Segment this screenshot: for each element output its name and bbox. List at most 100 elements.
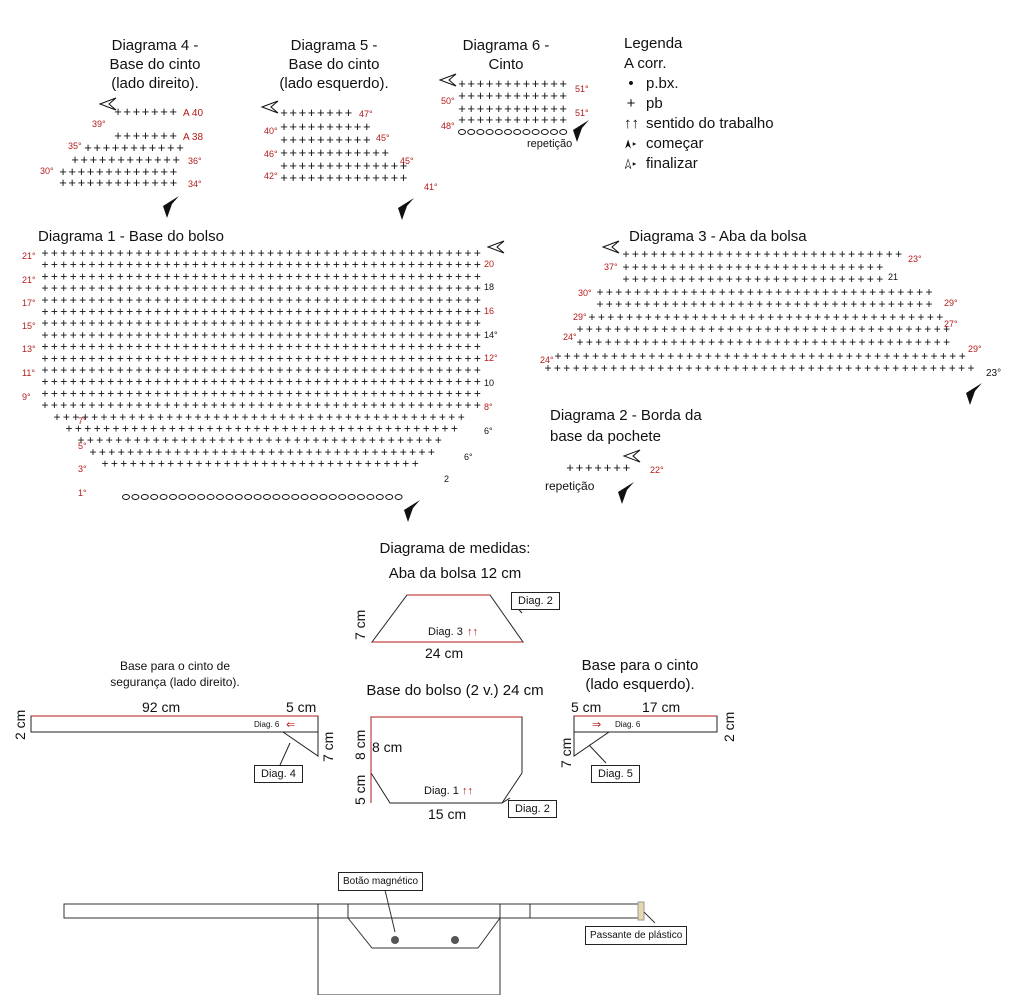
stitch-pb: +	[289, 132, 297, 147]
stitch-pb: +	[182, 386, 189, 400]
stitch-pb: +	[305, 340, 312, 354]
stitch-pb: +	[307, 410, 314, 424]
stitch-pb: +	[239, 351, 246, 365]
stitch-pb: +	[182, 281, 189, 295]
stitch-pb: +	[458, 88, 466, 103]
chain-stitch	[328, 494, 337, 500]
stitch-pb: +	[212, 445, 219, 459]
stitch-pb: +	[708, 322, 715, 336]
stitch-pb: +	[205, 457, 212, 471]
stitch-pb: +	[211, 305, 218, 319]
stitch-pb: +	[373, 410, 380, 424]
chain-stitch	[272, 494, 281, 500]
stitch-pb: +	[154, 386, 161, 400]
stitch-pb: +	[623, 460, 631, 475]
chain-stitch	[197, 494, 206, 500]
stitch-pb: +	[623, 322, 630, 336]
stitch-pb: +	[308, 119, 316, 134]
stitch-pb: +	[306, 445, 313, 459]
stitch-pb: +	[397, 433, 404, 447]
stitch-pb: +	[201, 386, 208, 400]
stitch-pb: +	[855, 361, 862, 375]
stitch-pb: +	[185, 410, 192, 424]
stitch-pb: +	[409, 445, 416, 459]
stitch-pb: +	[162, 433, 169, 447]
stitch-pb: +	[775, 285, 782, 299]
stitch-pb: +	[103, 422, 110, 436]
stitch-pb: +	[857, 272, 864, 286]
stitch-pb: +	[661, 335, 668, 349]
stitch-pb: +	[864, 361, 871, 375]
row-label: A 38	[183, 132, 203, 143]
stitch-pb: +	[70, 386, 77, 400]
stitch-pb: +	[289, 105, 297, 120]
stitch-pb: +	[51, 398, 58, 412]
stitch-pb: +	[139, 457, 146, 471]
stitch-pb: +	[893, 349, 900, 363]
stitch-pb: +	[123, 104, 131, 119]
stitch-pb: +	[801, 247, 808, 261]
stitch-pb: +	[435, 433, 442, 447]
stitch-pb: +	[801, 272, 808, 286]
row-label: 14°	[484, 330, 498, 340]
stitch-pb: +	[615, 285, 622, 299]
stitch-pb: +	[164, 269, 171, 283]
stitch-pb: +	[248, 398, 255, 412]
stitch-pb: +	[751, 361, 758, 375]
stitch-pb: +	[436, 269, 443, 283]
stitch-pb: +	[289, 158, 297, 173]
stitch-pb: +	[193, 445, 200, 459]
stitch-pb: +	[737, 297, 744, 311]
stitch-pb: +	[98, 386, 105, 400]
stitch-pb: +	[370, 246, 377, 260]
stitch-pb: +	[455, 363, 462, 377]
chain-stitch	[216, 494, 224, 500]
stitch-pb: +	[314, 281, 321, 295]
stitch-pb: +	[239, 398, 246, 412]
stitch-pb: +	[648, 361, 655, 375]
stitch-pb: +	[464, 351, 471, 365]
stitch-pb: +	[361, 363, 368, 377]
stitch-pb: +	[455, 258, 462, 272]
chain-stitch	[467, 129, 476, 135]
stitch-pb: +	[323, 328, 330, 342]
pocket-h1: 8 cm	[352, 729, 368, 760]
stitch-pb: +	[96, 164, 104, 179]
stitch-pb: +	[532, 112, 540, 127]
stitch-pb: +	[308, 457, 315, 471]
stitch-pb: +	[169, 104, 177, 119]
stitch-pb: +	[754, 247, 761, 261]
chain-stitch	[253, 494, 262, 500]
stitch-pb: +	[51, 328, 58, 342]
stitch-pb: +	[495, 112, 503, 127]
stitch-pb: +	[259, 445, 266, 459]
stitch-pb: +	[333, 340, 340, 354]
stitch-pb: +	[299, 132, 307, 147]
stitch-pb: +	[192, 398, 199, 412]
stitch-pb: +	[641, 247, 648, 261]
stitch-pb: +	[653, 285, 660, 299]
stitch-pb: +	[399, 328, 406, 342]
stitch-pb: +	[70, 281, 77, 295]
stitch-pb: +	[60, 305, 67, 319]
stitch-pb: +	[728, 297, 735, 311]
stitch-pb: +	[532, 101, 540, 116]
stitch-pb: +	[173, 293, 180, 307]
stitch-pb: +	[70, 351, 77, 365]
stitch-pb: +	[51, 363, 58, 377]
stitch-pb: +	[176, 410, 183, 424]
stitch-pb: +	[192, 351, 199, 365]
repeat-label: repetição	[545, 479, 595, 493]
stitch-pb: +	[41, 246, 48, 260]
stitch-pb: +	[361, 316, 368, 330]
stitch-pb: +	[916, 285, 923, 299]
stitch-pb: +	[412, 457, 419, 471]
stitch-pb: +	[620, 361, 627, 375]
stitch-pb: +	[177, 457, 184, 471]
stitch-pb: +	[133, 164, 141, 179]
stitch-pb: +	[795, 310, 802, 324]
stitch-pb: +	[286, 386, 293, 400]
stitch-pb: +	[876, 247, 883, 261]
chain-stitch	[559, 129, 568, 135]
stitch-pb: +	[107, 340, 114, 354]
